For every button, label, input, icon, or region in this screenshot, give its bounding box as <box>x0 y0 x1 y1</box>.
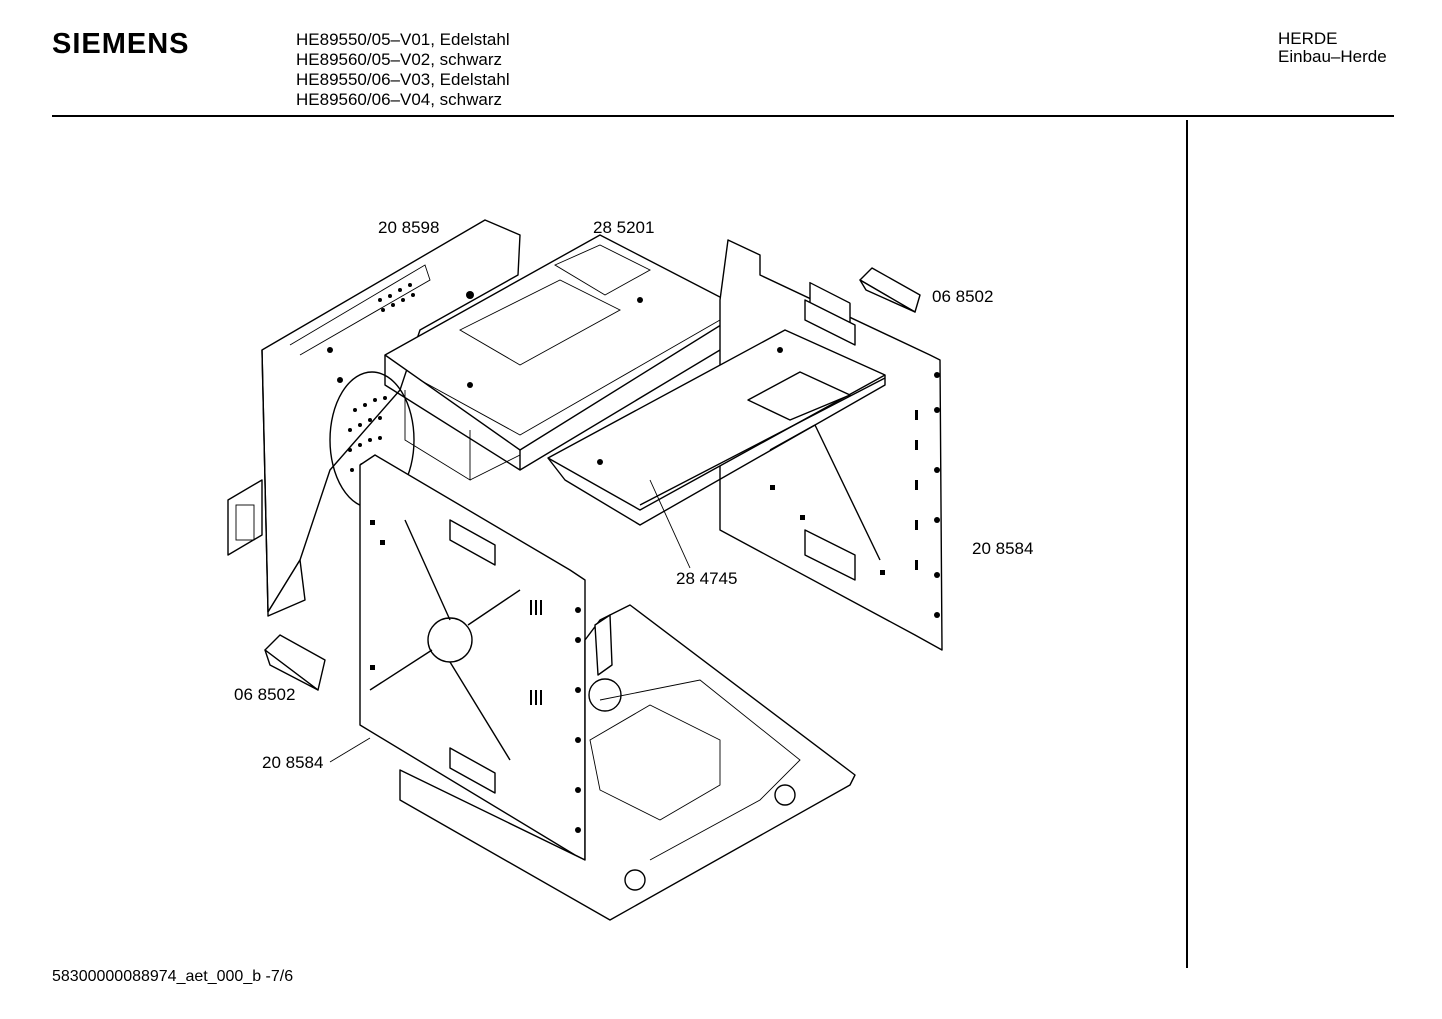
handle-top-part[interactable] <box>859 267 921 313</box>
category-block: HERDE Einbau–Herde <box>1278 30 1387 66</box>
brand-logo: SIEMENS <box>52 28 190 60</box>
part-label-208584-left[interactable]: 20 8584 <box>262 753 324 772</box>
part-label-208598[interactable]: 20 8598 <box>378 218 440 237</box>
model-line: HE89560/05–V02, schwarz <box>296 50 503 69</box>
category-subtitle: Einbau–Herde <box>1278 47 1387 66</box>
top-panel-part[interactable] <box>384 234 746 471</box>
model-line: HE89550/05–V01, Edelstahl <box>296 30 510 49</box>
handle-left-part[interactable] <box>264 634 326 691</box>
part-label-068502-top[interactable]: 06 8502 <box>932 287 994 306</box>
front-side-wall-part[interactable] <box>359 454 586 861</box>
document-id: 58300000088974_aet_000_b -7/6 <box>52 968 294 985</box>
side-divider <box>1186 120 1188 968</box>
model-line: HE89560/06–V04, schwarz <box>296 90 503 109</box>
part-label-208584-right[interactable]: 20 8584 <box>972 539 1034 558</box>
model-list: HE89550/05–V01, Edelstahl HE89560/05–V02… <box>296 30 510 110</box>
rear-cavity <box>404 390 521 481</box>
middle-shelf-part[interactable] <box>547 329 886 526</box>
part-label-284745[interactable]: 28 4745 <box>676 569 738 588</box>
model-line: HE89550/06–V03, Edelstahl <box>296 70 510 89</box>
category-title: HERDE <box>1278 29 1338 48</box>
part-label-285201[interactable]: 28 5201 <box>593 218 655 237</box>
header-divider <box>52 115 1394 117</box>
bottom-panel-part[interactable] <box>399 604 856 921</box>
part-label-068502-left[interactable]: 06 8502 <box>234 685 296 704</box>
